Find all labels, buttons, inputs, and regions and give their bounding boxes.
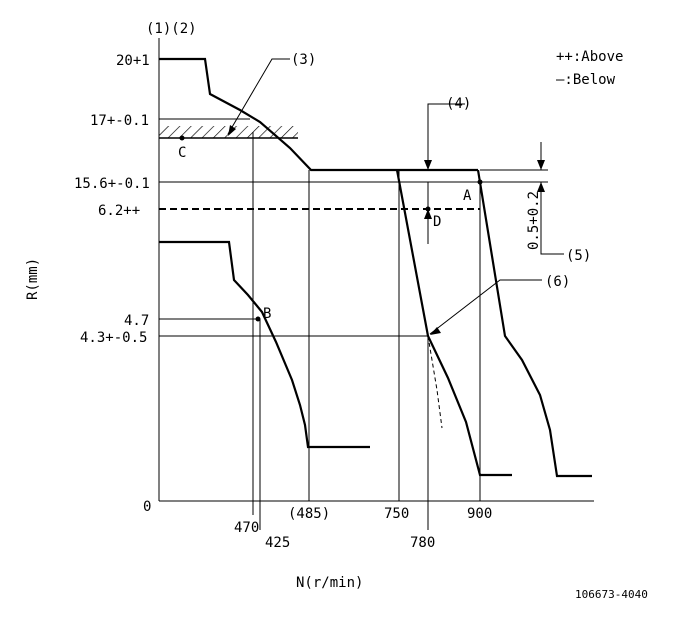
- y-tick-4-3: 4.3+-0.5: [80, 330, 147, 346]
- x-tick-780: 780: [410, 535, 435, 551]
- arrow-5-up: [537, 182, 545, 192]
- upper-full-load-curve: [159, 57, 478, 172]
- point-d-label: D: [433, 214, 441, 230]
- curves: [159, 57, 592, 478]
- x-tick-425: 425: [265, 535, 290, 551]
- droop-curve-left: [395, 169, 512, 477]
- reference-lines: [159, 118, 548, 530]
- legend-below: —:Below: [556, 72, 616, 88]
- arrow-4-down: [424, 160, 432, 170]
- callout-4-label: (4): [446, 96, 471, 112]
- y-tick-4-7: 4.7: [124, 313, 149, 329]
- callout-leaders: [227, 58, 564, 335]
- x-tick-750: 750: [384, 506, 409, 522]
- point-a-label: A: [463, 188, 472, 204]
- arrowheads: [228, 125, 545, 335]
- point-c-marker: [179, 135, 185, 141]
- droop-curve-right: [476, 169, 592, 478]
- lower-curve: [159, 240, 370, 449]
- y-axis-label: R(mm): [25, 258, 41, 300]
- y-tick-6-2: 6.2++: [98, 203, 140, 219]
- arrow-6: [430, 327, 441, 335]
- droop-extension-dashed: [427, 335, 443, 429]
- callout-3-label: (3): [291, 52, 316, 68]
- header-label: (1)(2): [146, 21, 197, 37]
- point-c-label: C: [178, 145, 186, 161]
- y-tick-0: 0: [143, 499, 151, 515]
- point-b-marker: [255, 316, 261, 322]
- tolerance-label: 0.5+0.2: [526, 191, 542, 250]
- y-tick-20: 20+1: [116, 53, 150, 69]
- legend-above: ++:Above: [556, 49, 623, 65]
- axes: [158, 38, 594, 502]
- y-tick-17: 17+-0.1: [90, 113, 149, 129]
- x-axis-label: N(r/min): [296, 575, 363, 591]
- callout-3-leader: [227, 58, 290, 135]
- point-a-marker: [477, 179, 483, 185]
- arrow-3: [228, 125, 236, 136]
- limit-band-hatch: [159, 126, 298, 138]
- callout-5-label: (5): [566, 248, 591, 264]
- arrow-4-up: [424, 209, 432, 219]
- drawing-number: 106673-4040: [575, 588, 648, 601]
- callout-4-leader: [427, 103, 465, 170]
- callout-5-leader: [540, 182, 564, 255]
- x-tick-900: 900: [467, 506, 492, 522]
- x-tick-470: 470: [234, 520, 259, 536]
- arrow-5-down: [537, 160, 545, 170]
- x-tick-485: (485): [288, 506, 330, 522]
- y-tick-15-6: 15.6+-0.1: [74, 176, 150, 192]
- callout-6-leader: [429, 279, 542, 335]
- point-b-label: B: [263, 306, 271, 322]
- callout-6-label: (6): [545, 274, 570, 290]
